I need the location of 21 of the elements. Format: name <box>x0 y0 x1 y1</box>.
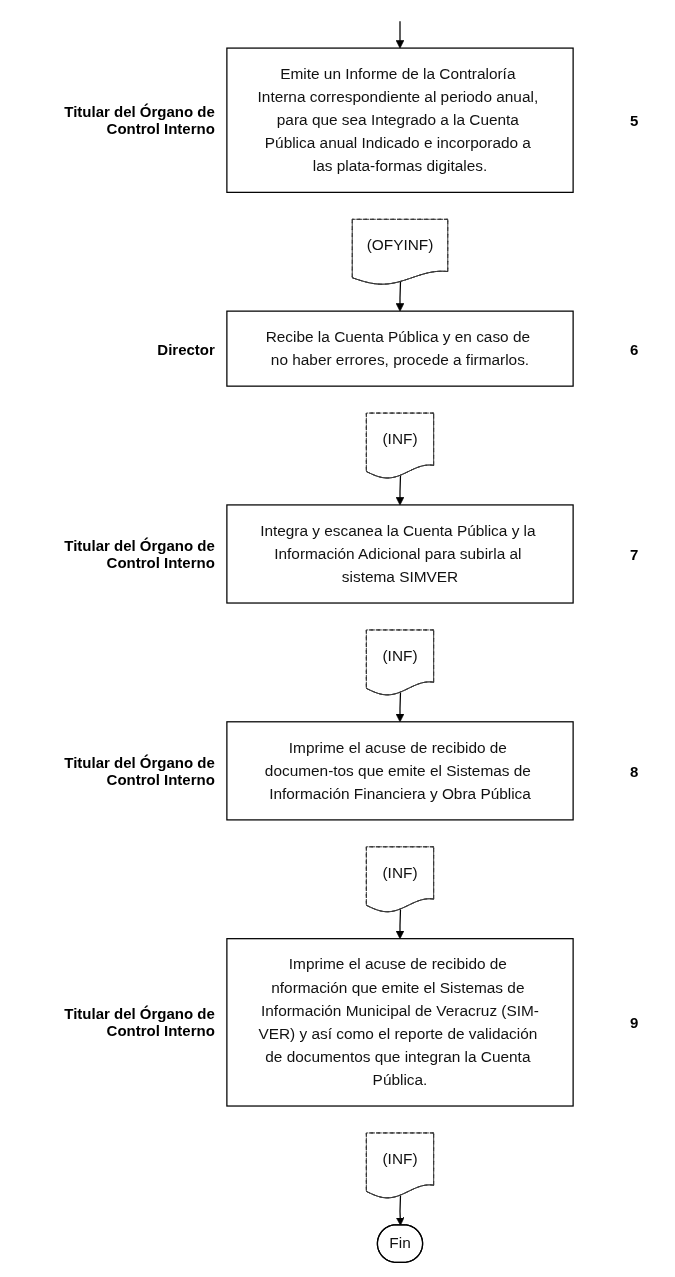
node-box: Imprime el acuse de recibido de nformación que emite el Sistemas de Información Municipal de Veracruz (SIM-VER) y así como el reporte de validación de documentos que integran la Cuenta Pública. <box>226 938 574 1107</box>
step-number: 5 <box>630 111 639 129</box>
role-label: Director <box>156 340 215 358</box>
role-label: Titular del Órgano de Control Interno <box>63 103 215 138</box>
arrow <box>395 692 405 723</box>
arrow <box>395 908 405 940</box>
role-label: Titular del Órgano de Control Interno <box>63 753 215 788</box>
arrow <box>395 20 405 49</box>
node-box: Emite un Informe de la Contraloría Interna correspondiente al periodo anual, para que sea Integrado a la Cuenta Pública anual Indicado e incorporado a las plata-formas digitales. <box>226 47 574 193</box>
arrow <box>396 1195 405 1226</box>
node-box: Integra y escanea la Cuenta Pública y la Información Adicional para subirla al sistema SIMVER <box>226 504 574 604</box>
step-number: 8 <box>630 762 639 780</box>
arrow <box>395 281 405 312</box>
step-number: 9 <box>630 1013 639 1031</box>
step-number: 7 <box>630 545 639 563</box>
node-box: Recibe la Cuenta Pública y en caso de no haber errores, procede a firmarlos. <box>226 310 574 387</box>
role-label: Titular del Órgano de Control Interno <box>63 536 215 571</box>
arrow <box>395 475 405 506</box>
step-number: 6 <box>630 340 639 358</box>
node-box: Imprime el acuse de recibido de documen-tos que emite el Sistemas de Información Financiera y Obra Pública <box>226 721 574 821</box>
role-label: Titular del Órgano de Control Interno <box>63 1005 215 1040</box>
